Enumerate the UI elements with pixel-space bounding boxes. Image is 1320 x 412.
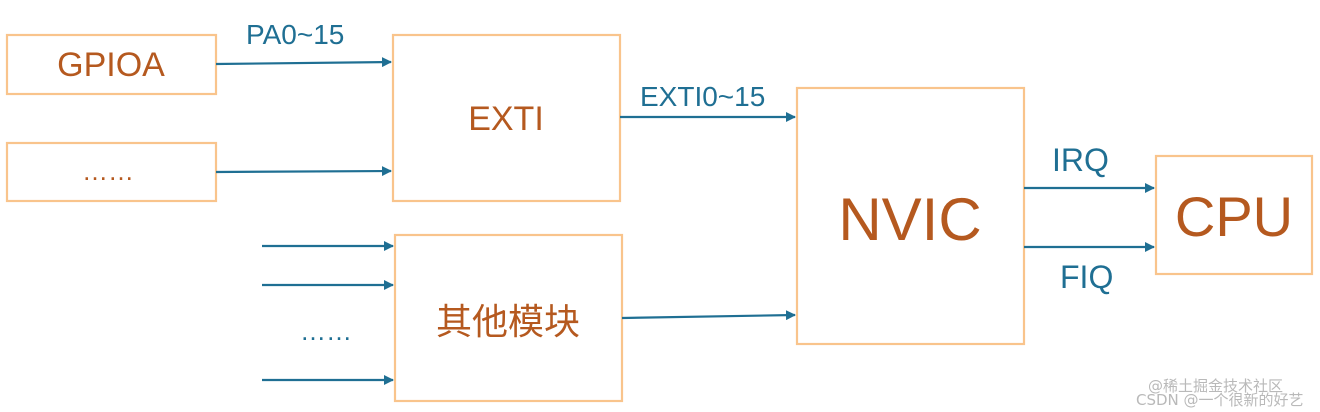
other-port-ellipsis: …… xyxy=(82,156,134,186)
gpioa-to-exti-arrow xyxy=(215,57,392,68)
exti-block: EXTI xyxy=(391,33,622,203)
watermark-line-2: CSDN @一个很新的好艺 xyxy=(1136,391,1304,409)
pa-signal-label: PA0~15 xyxy=(246,19,344,50)
module-input-ellipsis: …… xyxy=(300,316,352,346)
other-port-block: …… xyxy=(5,141,218,203)
exti-label: EXTI xyxy=(468,100,544,138)
nvic-block: NVIC xyxy=(795,86,1026,346)
irq-signal-label: IRQ xyxy=(1052,142,1109,178)
exti-lines-signal-label: EXTI0~15 xyxy=(640,81,765,112)
cpu-label: CPU xyxy=(1175,185,1293,248)
watermark-line-1: @稀土掘金技术社区 xyxy=(1148,377,1283,395)
cpu-block: CPU xyxy=(1154,154,1314,276)
gpioa-label: GPIOA xyxy=(57,46,165,84)
other-modules-block: 其他模块 xyxy=(393,233,624,403)
other-modules-label: 其他模块 xyxy=(436,302,580,343)
port-to-exti-arrow xyxy=(215,166,392,177)
nvic-label: NVIC xyxy=(838,186,981,253)
fiq-signal-label: FIQ xyxy=(1060,259,1113,295)
modules-to-nvic-arrow xyxy=(621,310,796,321)
gpioa-block: GPIOA xyxy=(5,33,218,96)
